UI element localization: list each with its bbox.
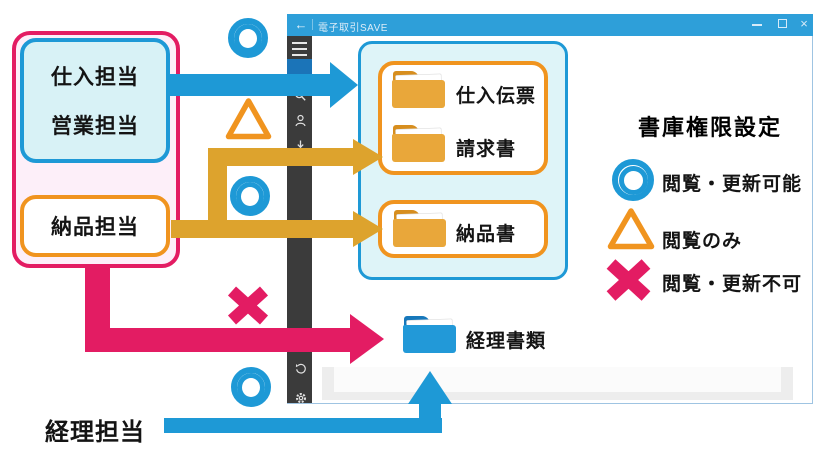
back-button[interactable]: ← [292,16,310,34]
role-label-purchasing: 仕入担当 [51,66,139,89]
folder-label-invoice: 請求書 [456,139,517,160]
arrow-delivery-shaft-lower [171,220,353,238]
permission-full-icon-top [228,18,268,58]
gear-icon [295,392,307,404]
arrow-delivery-head-note [353,211,383,247]
user-icon [295,114,306,127]
settings-button[interactable] [295,391,308,404]
arrow-denied-head [350,314,384,364]
arrow-delivery-head-invoice [353,139,383,175]
maximize-button[interactable] [778,19,787,28]
arrow-delivery-riser [208,148,227,238]
folder-label-delivery-note: 納品書 [456,224,517,245]
permission-full-icon-bottom [231,367,271,407]
menu-button[interactable] [292,42,308,56]
title-bar [287,14,813,36]
folder-label-purchase-slip: 仕入伝票 [456,86,537,107]
menu-icon [292,42,307,44]
content-placeholder-bar [322,367,793,400]
legend-item-label-denied: 閲覧・更新不可 [662,274,803,295]
folder-icon-purchase-slip[interactable] [392,71,445,109]
accounting-role-label: 経理担当 [45,419,145,446]
close-button[interactable]: × [797,16,811,32]
folder-label-accounting-documents: 経理書類 [466,331,547,352]
arrow-purchasing-shaft [170,74,330,96]
denied-icon [227,286,269,325]
folder-icon-delivery-note[interactable] [393,210,446,248]
role-box-purchasing-sales: 仕入担当 営業担当 [20,38,170,163]
legend-cross-icon [606,259,651,301]
minimize-button[interactable] [752,24,762,26]
legend-item-label-full: 閲覧・更新可能 [662,174,803,195]
user-button[interactable] [294,114,307,127]
arrow-delivery-shaft-upper [208,148,353,166]
sidebar-active-indicator [287,59,312,74]
arrow-denied-shaft [85,328,350,352]
titlebar-separator [312,19,313,30]
role-label-delivery: 納品担当 [51,216,139,239]
arrow-accounting-shaft [164,418,442,433]
history-icon [295,363,306,374]
legend-item-label-view-only: 閲覧のみ [662,231,743,252]
close-icon: × [800,16,808,31]
folder-icon-invoice[interactable] [392,125,445,163]
back-arrow-icon: ← [294,17,308,32]
arrow-accounting-head [408,371,452,404]
arrow-accounting-riser [419,402,441,433]
legend-triangle-icon [607,208,655,250]
role-label-sales: 営業担当 [51,115,139,138]
view-only-icon [225,98,272,140]
folder-icon-accounting-documents[interactable] [403,316,456,354]
window-title: 電子取引SAVE [318,23,388,34]
permission-full-icon-middle [230,176,270,216]
legend-double-circle-icon [612,159,654,201]
history-button[interactable] [295,362,308,375]
legend-title: 書庫権限設定 [637,115,782,140]
role-box-delivery: 納品担当 [20,195,170,257]
arrow-purchasing-head [330,62,358,108]
